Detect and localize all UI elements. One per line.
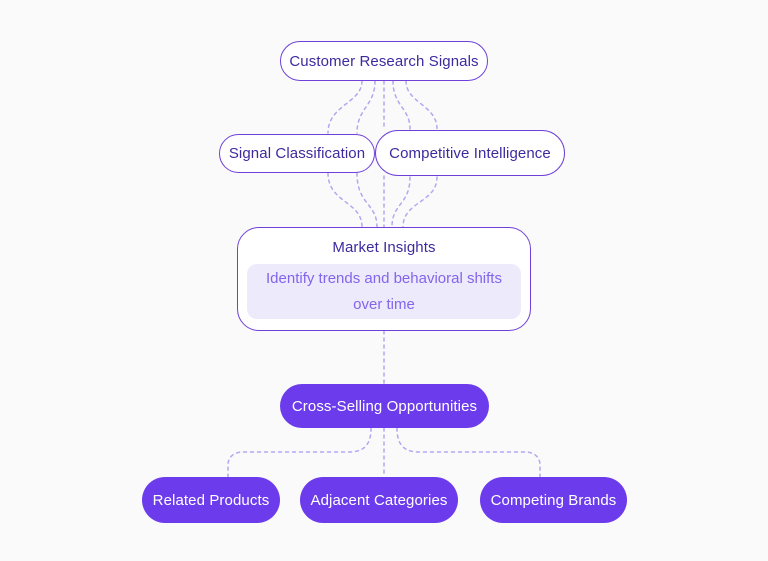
market-insights-title: Market Insights	[332, 239, 436, 256]
node-cross-selling-opportunities: Cross-Selling Opportunities	[280, 384, 489, 428]
node-competitive-intelligence: Competitive Intelligence	[375, 130, 565, 176]
connector-fan-top-2	[356, 80, 376, 134]
node-label: Signal Classification	[228, 145, 366, 162]
node-label: Customer Research Signals	[289, 52, 479, 70]
connector-fan-mid-2	[356, 172, 378, 228]
node-adjacent-categories: Adjacent Categories	[300, 477, 458, 523]
market-insights-description-line-1: Identify trends and behavioral shifts	[266, 269, 502, 287]
connector-fan-top-1	[327, 80, 363, 134]
node-market-insights: Market Insights Identify trends and beha…	[237, 227, 531, 331]
market-insights-description-line-2: over time	[353, 295, 415, 313]
node-label: Adjacent Categories	[310, 491, 448, 509]
node-signal-classification: Signal Classification	[219, 134, 375, 173]
connector-fan-mid-1	[327, 172, 363, 228]
node-label: Cross-Selling Opportunities	[291, 397, 478, 415]
node-competing-brands: Competing Brands	[480, 477, 627, 523]
connector-fan-top-5	[405, 80, 438, 130]
connector-fan-mid-4	[391, 176, 411, 228]
market-insights-description-box: Identify trends and behavioral shifts ov…	[247, 264, 521, 319]
connector-cross-to-related	[227, 427, 372, 478]
connector-cross-to-competing	[396, 427, 541, 478]
connector-fan-mid-5	[402, 176, 438, 228]
node-label: Related Products	[152, 491, 270, 509]
node-customer-research-signals: Customer Research Signals	[280, 41, 488, 81]
node-label: Competitive Intelligence	[389, 144, 551, 162]
connector-fan-top-4	[392, 80, 411, 130]
node-related-products: Related Products	[142, 477, 280, 523]
node-label: Competing Brands	[490, 491, 617, 509]
